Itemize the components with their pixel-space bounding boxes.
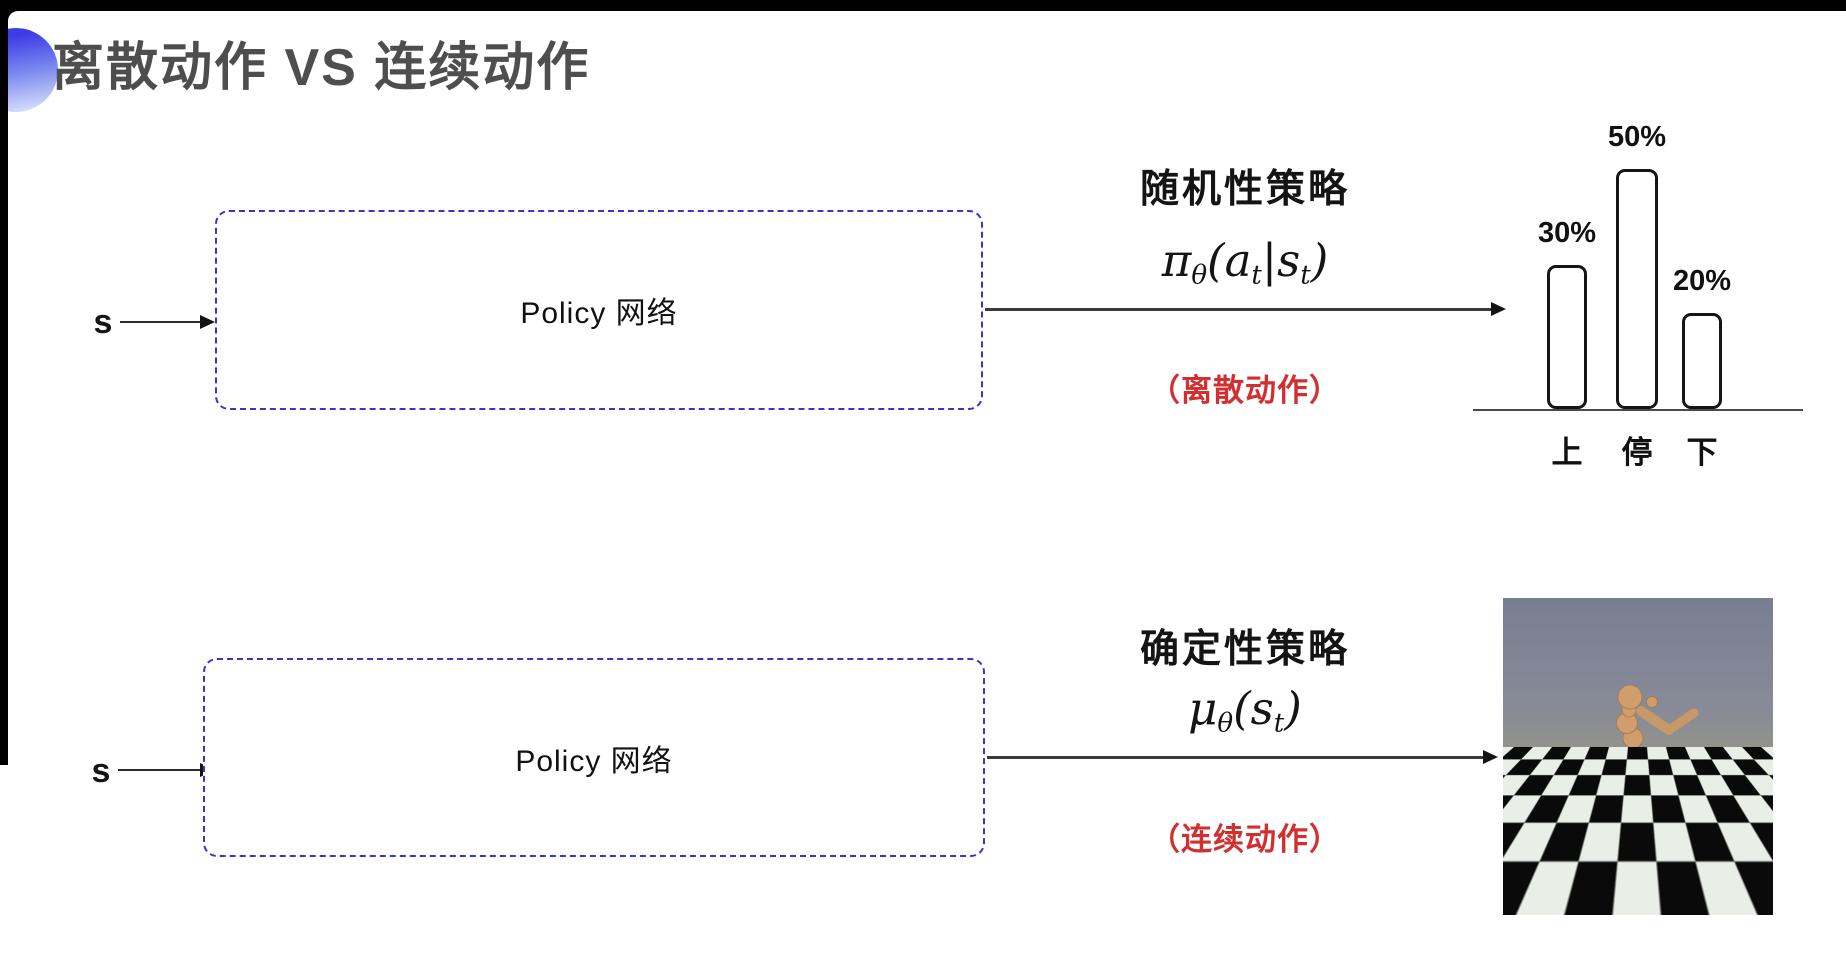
- robot-hand: [1646, 696, 1658, 708]
- left-edge-patch: [0, 765, 8, 966]
- bottom-state-label: s: [91, 752, 111, 790]
- top-input-arrow-head: [200, 315, 215, 329]
- bottom-policy-type-label: 确定性策略: [1139, 628, 1350, 671]
- top-policy-type-label: 随机性策略: [1139, 168, 1350, 211]
- bottom-action-type-note: （连续动作）: [1149, 822, 1341, 857]
- formula-symbol-sub: θ: [1191, 260, 1208, 291]
- formula-arg-sub: t: [1300, 260, 1311, 291]
- top-output-arrow-line: [985, 308, 1491, 311]
- robot-arm: [1636, 706, 1699, 735]
- robot-head: [1617, 684, 1643, 710]
- top-state-label: s: [93, 303, 113, 341]
- page-title: 离散动作 VS 连续动作: [52, 39, 591, 97]
- formula-close: ): [1310, 234, 1329, 287]
- humanoid-robot-image: [1503, 598, 1773, 915]
- bar-category-label: 下: [1686, 435, 1718, 470]
- probability-bar: [1616, 169, 1658, 409]
- bottom-policy-formula: μθ(st): [1075, 682, 1415, 738]
- bar-value-label: 30%: [1537, 217, 1597, 249]
- robot-front-leg: [1591, 756, 1659, 852]
- top-input-arrow-line: [120, 321, 202, 323]
- action-probability-chart: 30% 上 50% 停 20% 下: [1465, 100, 1825, 480]
- chart-baseline: [1473, 409, 1803, 411]
- top-action-type-note: （离散动作）: [1149, 373, 1341, 408]
- bar-value-label: 20%: [1672, 265, 1732, 297]
- robot-sky: [1503, 598, 1773, 748]
- top-policy-formula: πθ(at|st): [1075, 234, 1415, 290]
- bar-category-label: 停: [1621, 435, 1653, 470]
- probability-bar: [1547, 265, 1587, 409]
- bottom-input-arrow-line: [118, 769, 202, 771]
- formula-arg-sub: t: [1251, 260, 1262, 291]
- top-output-arrow-head: [1491, 302, 1506, 316]
- letterbox-left: [0, 0, 8, 966]
- bar-value-label: 50%: [1607, 121, 1667, 153]
- formula-arg-sub: t: [1273, 708, 1285, 739]
- slide: 离散动作 VS 连续动作 s Policy 网络 随机性策略 πθ(at|st)…: [8, 11, 1846, 966]
- humanoid-robot-figure: [1545, 684, 1699, 913]
- bottom-policy-network-box: Policy 网络: [203, 658, 985, 857]
- formula-symbol: π: [1161, 234, 1192, 287]
- formula-symbol-sub: θ: [1217, 708, 1234, 739]
- formula-arg: (a: [1207, 234, 1252, 287]
- formula-symbol: μ: [1188, 682, 1218, 735]
- robot-torso: [1616, 702, 1645, 763]
- floor-glow-bright: [1569, 892, 1621, 908]
- bottom-output-arrow-line: [987, 756, 1485, 759]
- bottom-policy-box-label: Policy 网络: [515, 744, 673, 778]
- formula-arg: (s: [1233, 682, 1274, 735]
- bottom-output-arrow-head: [1483, 750, 1498, 764]
- formula-arg: |s: [1261, 234, 1301, 287]
- top-policy-box-label: Policy 网络: [520, 297, 678, 330]
- letterbox-top: [0, 0, 1846, 11]
- top-policy-network-box: Policy 网络: [215, 210, 983, 410]
- title-bullet-icon: [8, 28, 58, 112]
- probability-bar: [1682, 313, 1722, 409]
- formula-close: ): [1284, 682, 1302, 735]
- bar-category-label: 上: [1551, 435, 1583, 470]
